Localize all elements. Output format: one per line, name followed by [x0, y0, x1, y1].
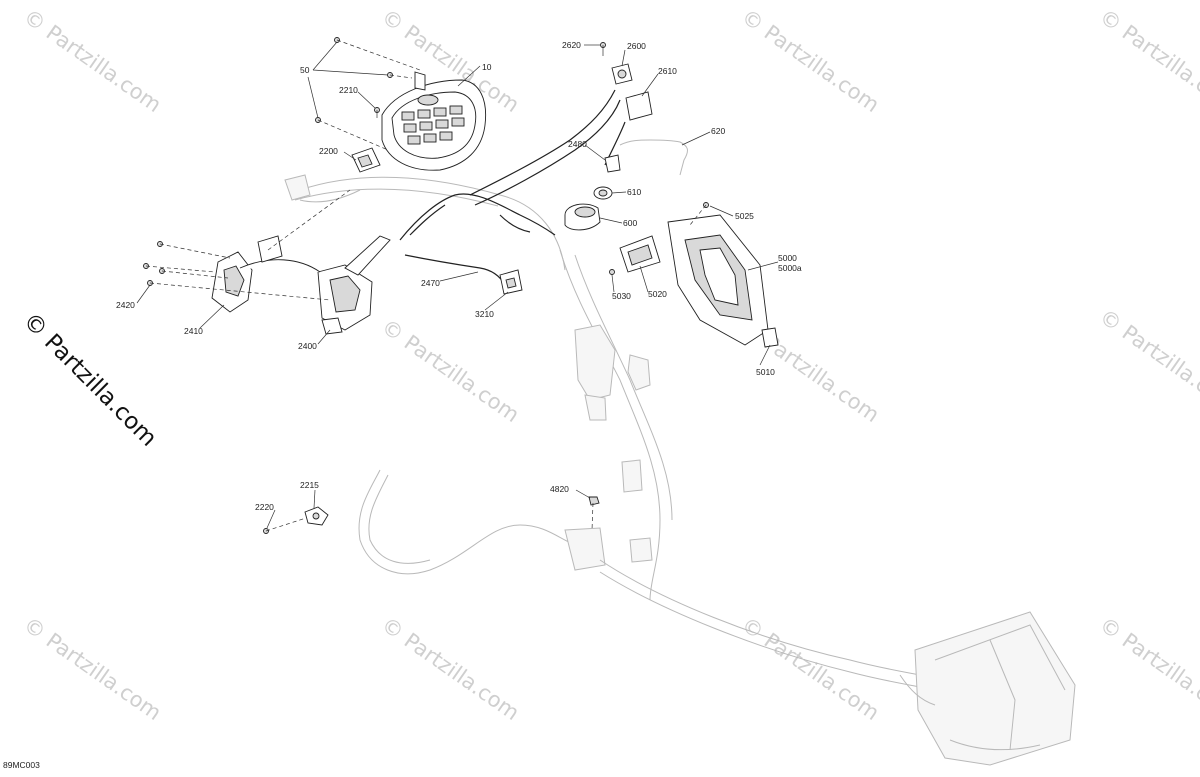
watermark: © Partzilla.com	[1095, 304, 1200, 417]
callout-600: 600	[623, 218, 637, 228]
ecm-module	[667, 202, 779, 348]
diagram-code: 89MC003	[3, 760, 40, 770]
callout-2410: 2410	[184, 326, 203, 336]
ghost-frame	[284, 174, 1076, 766]
relay-2610	[625, 91, 653, 121]
callout-5025: 5025	[735, 211, 754, 221]
callout-2400: 2400	[298, 341, 317, 351]
callout-5010: 5010	[756, 367, 775, 377]
watermark: © Partzilla.com	[737, 612, 884, 725]
watermark: © Partzilla.com	[19, 4, 166, 117]
connector-2200-body	[357, 154, 373, 168]
nut-4820	[588, 496, 600, 506]
nut-5030	[609, 269, 615, 275]
watermark: © Partzilla.com	[737, 4, 884, 117]
callout-10: 10	[482, 62, 492, 72]
callout-2215: 2215	[300, 480, 319, 490]
callout-5030: 5030	[612, 291, 631, 301]
callout-610: 610	[627, 187, 641, 197]
lower-parts	[263, 496, 600, 534]
watermark: © Partzilla.com	[1095, 612, 1200, 725]
callout-2600: 2600	[627, 41, 646, 51]
callout-50: 50	[300, 65, 310, 75]
watermark: © Partzilla.com	[19, 612, 166, 725]
callout-2210: 2210	[339, 85, 358, 95]
gauge-cluster	[381, 71, 487, 171]
callout-5000a: 5000a	[778, 263, 802, 273]
callout-2470: 2470	[421, 278, 440, 288]
callout-2480: 2480	[568, 139, 587, 149]
callout-2420: 2420	[116, 300, 135, 310]
watermark-large: © Partzilla.com	[18, 308, 162, 452]
key-switch-group	[564, 42, 688, 231]
callout-5020: 5020	[648, 289, 667, 299]
coiled-lanyard-620	[619, 139, 688, 176]
screws-50	[315, 37, 421, 151]
callout-5000: 5000	[778, 253, 797, 263]
watermark: © Partzilla.com	[1095, 4, 1200, 117]
callout-2610: 2610	[658, 66, 677, 76]
wire-harness	[399, 89, 621, 286]
watermark: © Partzilla.com	[377, 612, 524, 725]
watermark: © Partzilla.com	[377, 314, 524, 427]
callout-4820: 4820	[550, 484, 569, 494]
callout-2220: 2220	[255, 502, 274, 512]
callout-2200: 2200	[319, 146, 338, 156]
callout-620: 620	[711, 126, 725, 136]
gauge-grid	[401, 105, 465, 145]
callout-3210: 3210	[475, 309, 494, 319]
handlebar-switch-group	[143, 189, 391, 335]
leader-lines	[136, 41, 779, 529]
connector-5010	[761, 327, 779, 348]
callout-labels: 50 10 2210 2200 2620 2600 2610 620 2480 …	[116, 40, 802, 512]
callout-2620: 2620	[562, 40, 581, 50]
